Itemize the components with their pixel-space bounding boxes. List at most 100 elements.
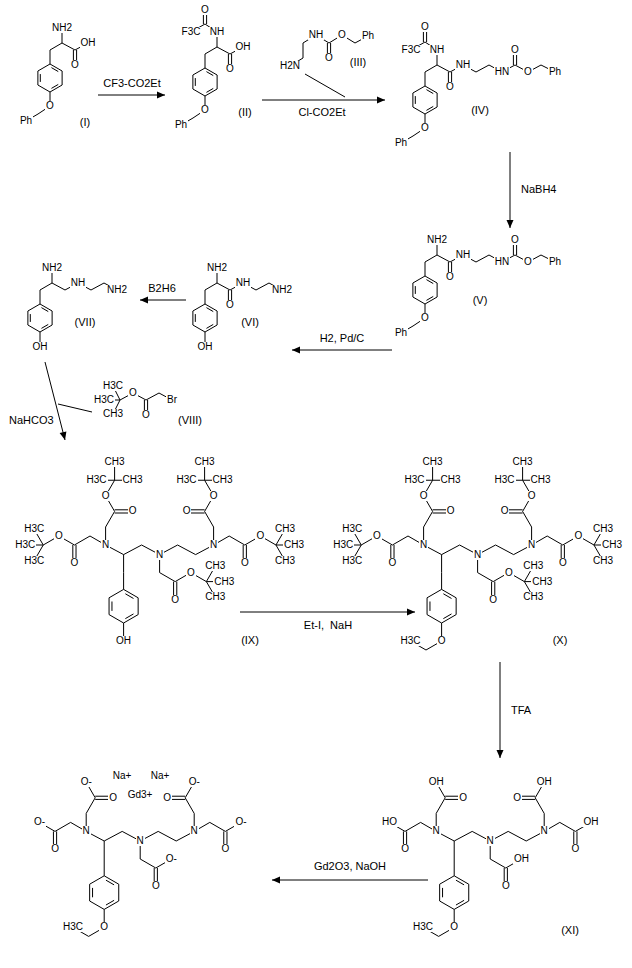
bond-line [104, 831, 122, 841]
bond-line [40, 325, 52, 332]
bond-line [91, 283, 104, 290]
arrow-head [157, 92, 165, 99]
atom-label: N [155, 550, 164, 560]
bond-line [192, 311, 193, 325]
atom-label: OH [582, 817, 599, 827]
atom-label: O [510, 235, 520, 245]
reagent-label: CF3-CO2Et [102, 78, 161, 89]
atom-label: H3C [23, 524, 45, 534]
atom-label: O [128, 388, 138, 398]
atom-label: H3C [341, 524, 363, 534]
arrow-head [140, 297, 148, 304]
reaction-arrow [262, 100, 385, 101]
bond-line [437, 255, 450, 262]
atom-label: Ph [19, 116, 33, 126]
bond-line [442, 545, 460, 555]
atom-label: Ph [394, 328, 408, 338]
atom-label: CH3 [601, 540, 623, 550]
bond-line [86, 798, 95, 814]
bond-line [206, 72, 213, 76]
bond-line [51, 68, 58, 72]
bond-line [490, 859, 506, 868]
bond-line [28, 325, 40, 332]
bond-line [547, 536, 563, 545]
atom-label: CH3 [274, 524, 296, 534]
atom-label: CH3 [104, 457, 126, 467]
atom-label: OH [115, 636, 132, 646]
atom-label: Ph [361, 31, 375, 41]
bond-line [217, 47, 230, 54]
bond-line [106, 511, 115, 527]
bond-line [160, 573, 176, 582]
bond-line [124, 615, 139, 623]
bond-line [50, 64, 62, 71]
bond-line [392, 536, 408, 545]
atom-label: Ph [548, 257, 562, 267]
atom-label: Ph [174, 120, 188, 130]
bond-line [125, 614, 133, 619]
atom-label: CH3 [204, 592, 226, 602]
bond-line [30, 314, 31, 322]
compound-number: (II) [237, 107, 252, 118]
atom-label: NH [308, 30, 324, 40]
bond-line [50, 43, 62, 50]
atom-label: O [510, 45, 520, 55]
bond-line [40, 290, 41, 304]
atom-label: OH [80, 38, 97, 48]
atom-label: O [54, 531, 64, 541]
bond-line [427, 598, 428, 615]
atom-label: O [419, 491, 429, 501]
atom-label: O [573, 531, 583, 541]
bond-line [415, 286, 416, 294]
atom-label: CH3 [592, 556, 614, 566]
atom-label: O [523, 67, 533, 77]
bond-line [229, 536, 245, 545]
atom-label: OH [536, 777, 553, 787]
bond-line [496, 545, 514, 555]
atom-label: H3C [341, 556, 363, 566]
bond-line [158, 831, 176, 841]
atom-label: H3C [404, 475, 426, 485]
bond-line [109, 598, 110, 615]
bond-line [468, 884, 469, 901]
atom-label: NH2 [41, 263, 63, 273]
arrow-head [497, 750, 504, 758]
atom-label: OH [235, 42, 252, 52]
bond-line [441, 555, 442, 573]
bond-line [50, 50, 51, 64]
atom-label: O- [188, 777, 201, 787]
arrow-head [272, 877, 280, 884]
bond-line [425, 255, 437, 262]
atom-label: O [458, 793, 468, 803]
bond-line [106, 880, 114, 885]
atom-label: O [500, 506, 510, 516]
bond-line [205, 68, 217, 75]
bond-line [109, 589, 124, 597]
atom-label: HO [381, 817, 398, 827]
bond-line [40, 304, 52, 311]
bond-line [415, 96, 416, 104]
bond-line [41, 324, 48, 328]
atom-label: O [337, 30, 347, 40]
atom-label: N [82, 826, 91, 836]
bond-line [38, 64, 50, 71]
atom-label: N [486, 836, 495, 846]
atom-label: N [136, 836, 145, 846]
atom-label: O [324, 53, 334, 63]
atom-label: O [220, 844, 230, 854]
atom-label: O [108, 793, 118, 803]
bond-line [146, 393, 159, 400]
atom-label: H3C [62, 922, 84, 932]
compound-number: (I) [79, 117, 91, 128]
atom-label: H3C [176, 475, 198, 485]
bond-line [104, 841, 105, 859]
bond-line [427, 615, 442, 623]
bond-line [55, 822, 71, 831]
bond-line [413, 107, 425, 114]
bond-line [40, 283, 52, 290]
bond-line [426, 280, 433, 284]
bond-line [440, 901, 455, 909]
bond-line [478, 573, 494, 582]
compound-number: (XI) [560, 925, 580, 936]
bond-line [560, 822, 576, 831]
